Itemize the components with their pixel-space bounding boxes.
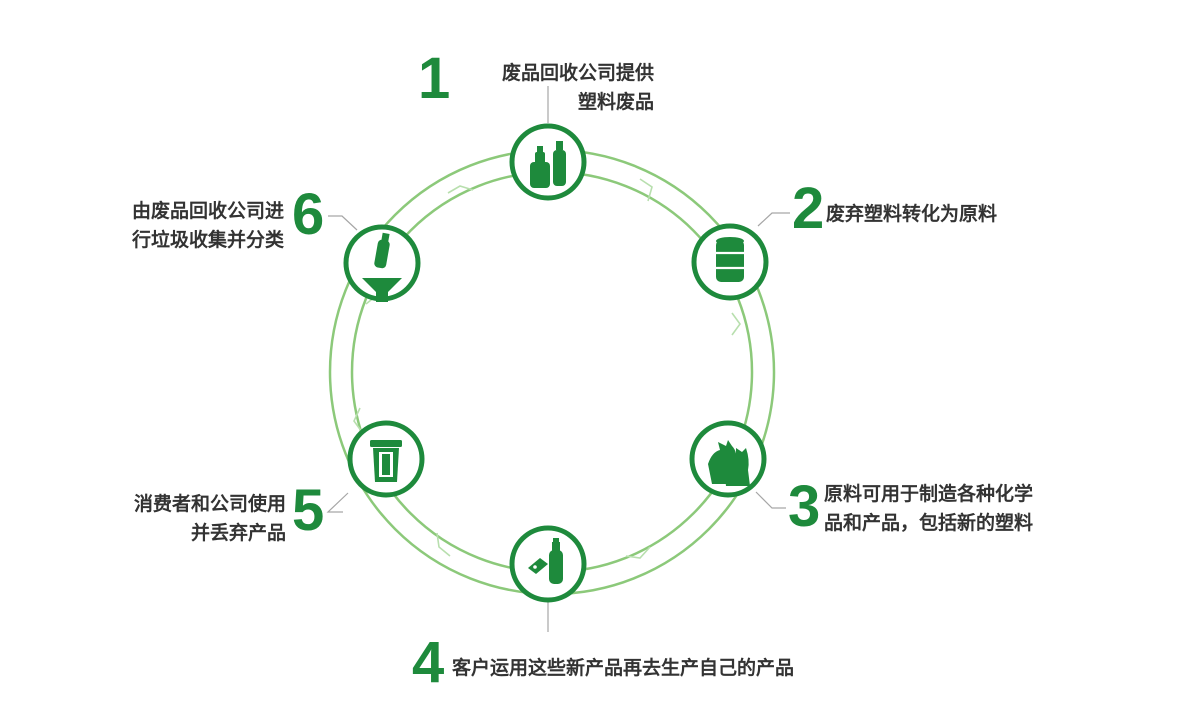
- leader-line-step-5: [326, 492, 349, 513]
- ring-chevrons: [353, 178, 741, 559]
- step-1-label-line: 废品回收公司提供: [501, 62, 654, 84]
- tagged-bottle-icon: [528, 538, 563, 584]
- plastic-bottles-icon: [530, 141, 566, 188]
- step-3-label-line: 品和产品，包括新的塑料: [824, 512, 1034, 534]
- leader-line-step-2: [757, 212, 790, 227]
- step-2-label-line: 废弃塑料转化为原料: [826, 203, 998, 225]
- step-number-5: 5: [292, 478, 325, 543]
- step-number-3: 3: [788, 474, 821, 539]
- step-6-label-line: 由废品回收公司进: [131, 200, 284, 222]
- ring-inner: [350, 170, 754, 574]
- step-number-1: 1: [418, 46, 451, 111]
- step-5-label-line: 并丢弃产品: [190, 522, 286, 544]
- funnel-sorting-icon: [362, 232, 402, 302]
- step-3-node: [689, 420, 767, 498]
- chevron: [436, 532, 451, 557]
- chevron: [447, 185, 474, 194]
- step-4-label: 客户运用这些新产品再去生产自己的产品: [452, 654, 794, 683]
- step-3-label: 原料可用于制造各种化学 品和产品，包括新的塑料: [824, 480, 1033, 538]
- step-6-label: 由废品回收公司进 行垃圾收集并分类: [74, 197, 284, 255]
- step-1-label: 废品回收公司提供 塑料废品: [462, 59, 654, 117]
- step-6-label-line: 行垃圾收集并分类: [131, 229, 284, 251]
- step-6-node: [343, 224, 421, 302]
- chevron: [353, 407, 363, 433]
- step-4-label-line: 客户运用这些新产品再去生产自己的产品: [452, 657, 795, 679]
- step-number-2: 2: [792, 176, 825, 241]
- step-5-node: [347, 420, 425, 498]
- chevron: [731, 312, 741, 336]
- step-5-label-line: 消费者和公司使用: [133, 493, 286, 515]
- leader-line-step-6: [328, 215, 358, 231]
- barrel-icon: [716, 237, 744, 282]
- step-1-node: [509, 123, 587, 201]
- step-4-node: [509, 525, 587, 603]
- step-3-label-line: 原料可用于制造各种化学: [824, 483, 1034, 505]
- step-number-6: 6: [292, 182, 325, 247]
- step-5-label: 消费者和公司使用 并丢弃产品: [90, 490, 286, 548]
- chevron: [625, 546, 651, 559]
- step-2-node: [691, 223, 769, 301]
- step-1-label-line: 塑料废品: [577, 91, 654, 113]
- leader-line-step-3: [755, 491, 786, 509]
- step-number-4: 4: [412, 630, 445, 695]
- step-2-label: 废弃塑料转化为原料: [826, 200, 997, 229]
- leader-lines: [326, 86, 790, 632]
- chevron: [639, 178, 653, 202]
- garbage-bags-icon: [708, 440, 750, 486]
